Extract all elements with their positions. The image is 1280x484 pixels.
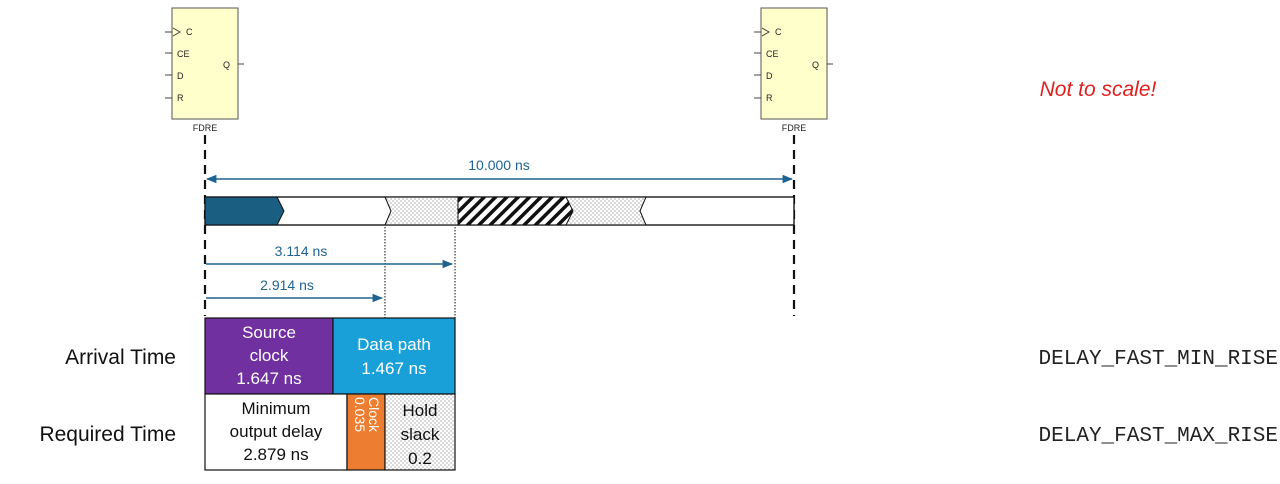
data-arrival-label: 2.914 ns [260, 277, 314, 293]
hold-slack-value: 0.2 [408, 449, 432, 468]
left-flip-flop: C CE D R Q FDRE [165, 7, 244, 133]
period-label: 10.000 ns [468, 157, 530, 173]
min-output-delay-value: 2.879 ns [243, 445, 308, 464]
source-clock-box [204, 317, 334, 395]
min-output-delay-line1: Minimum [242, 399, 311, 418]
waveform-bar [204, 196, 795, 226]
pin-q-label: Q [812, 60, 819, 70]
required-constraint: DELAY_FAST_MAX_RISE [1039, 425, 1278, 448]
not-to-scale-note: Not to scale! [1040, 78, 1157, 101]
flip-flop-name: FDRE [782, 123, 807, 133]
data-required-label: 3.114 ns [275, 243, 328, 259]
arrival-row: Source clock 1.647 ns Data path 1.467 ns [204, 317, 456, 395]
source-clock-value: 1.647 ns [236, 369, 301, 388]
min-output-delay-line2: output delay [230, 422, 323, 441]
pin-d-label: D [177, 71, 184, 81]
clock-skew-box [346, 393, 386, 471]
pin-r-label: R [177, 93, 184, 103]
clock-input-icon [172, 27, 182, 37]
arrival-time-label: Arrival Time [65, 346, 176, 369]
clock-skew-line1: Clock [366, 397, 382, 433]
right-flip-flop: C CE D R Q FDRE [754, 7, 833, 133]
pin-c-label: C [186, 27, 193, 37]
required-row: Minimum output delay 2.879 ns Clock 0.03… [204, 393, 456, 471]
hold-slack-line2: slack [401, 425, 440, 444]
pin-c-label: C [775, 27, 782, 37]
pin-ce-label: CE [177, 49, 190, 59]
flip-flop-name: FDRE [193, 123, 218, 133]
data-path-value: 1.467 ns [361, 359, 426, 378]
hold-slack-box [384, 393, 456, 471]
flip-flop-body [171, 7, 239, 120]
clock-pulse-segment [205, 197, 284, 225]
uncertain-segment [385, 197, 458, 225]
pin-r-label: R [766, 93, 773, 103]
source-clock-line2: clock [250, 346, 289, 365]
pin-d-label: D [766, 71, 773, 81]
uncertain-segment [566, 197, 646, 225]
data-path-box [332, 317, 456, 395]
pin-ce-label: CE [766, 49, 779, 59]
data-path-line1: Data path [357, 335, 431, 354]
min-output-delay-box [204, 393, 348, 471]
hold-slack-line1: Hold [403, 401, 438, 420]
arrival-constraint: DELAY_FAST_MIN_RISE [1039, 348, 1278, 371]
hatched-segment [458, 197, 573, 225]
source-clock-line1: Source [242, 323, 296, 342]
clock-input-icon [761, 27, 771, 37]
pin-q-label: Q [223, 60, 230, 70]
required-time-label: Required Time [39, 423, 176, 446]
clock-skew-value: 0.035 [352, 397, 368, 432]
